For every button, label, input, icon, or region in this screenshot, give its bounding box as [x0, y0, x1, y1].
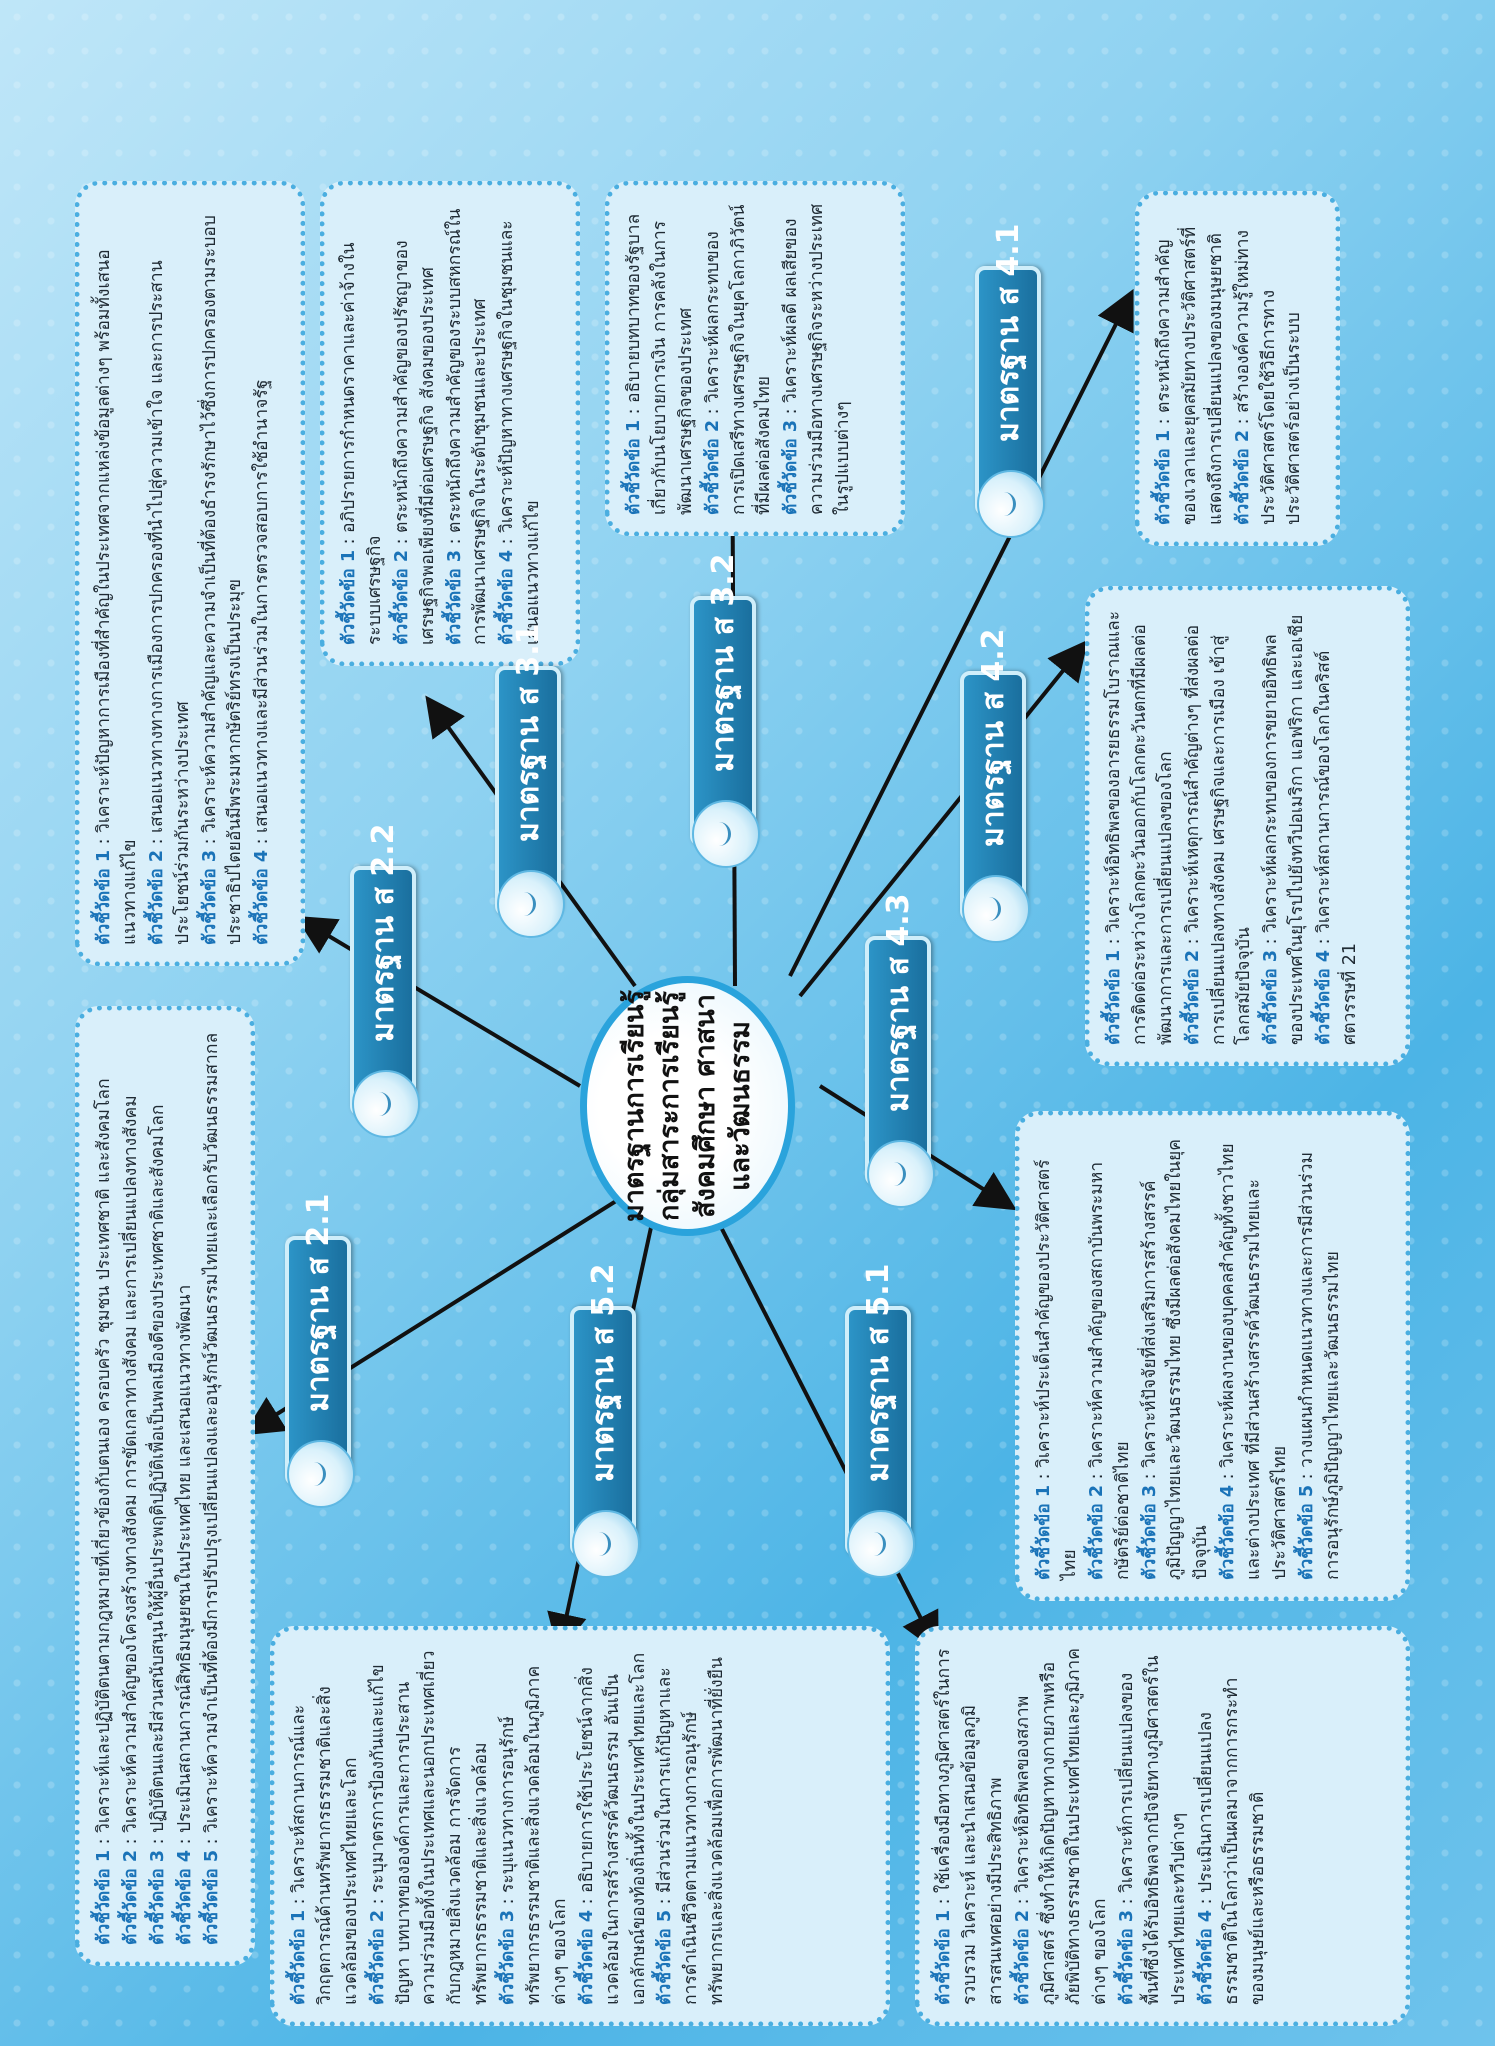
mascot-icon: [692, 800, 760, 868]
s31-item-2: ตัวชี้วัดข้อ 2 : ตระหนักถึงความสำคัญของป…: [391, 240, 438, 645]
s43-item-4: ตัวชี้วัดข้อ 4 : วิเคราะห์ผลงานของบุคคลส…: [1218, 1143, 1291, 1580]
s52-item-3: ตัวชี้วัดข้อ 3 : ระบุแนวทางการอนุรักษ์ทร…: [498, 1665, 570, 2005]
mascot-icon: [287, 1440, 355, 1508]
badge-s52: มาตรฐาน ส 5.2: [570, 1264, 640, 1578]
mascot-icon: [497, 870, 565, 938]
s21-item-2: ตัวชี้วัดข้อ 2 : วิเคราะห์ความสำคัญของโค…: [120, 1095, 141, 1945]
badge-s51: มาตรฐาน ส 5.1: [845, 1264, 915, 1578]
s31-item-1: ตัวชี้วัดข้อ 1 : อภิปรายการกำหนดราคาและค…: [339, 242, 385, 645]
s42-item-4: ตัวชี้วัดข้อ 4 : วิเคราะห์สถานการณ์ของโล…: [1314, 650, 1361, 1045]
connector-s42: [798, 639, 1089, 998]
badge-s22: มาตรฐาน ส 2.2: [350, 824, 420, 1138]
badge-s42: มาตรฐาน ส 4.2: [960, 629, 1030, 943]
box-s21: ตัวชี้วัดข้อ 1 : วิเคราะห์และปฏิบัติตนตา…: [75, 1006, 255, 1966]
box-s42: ตัวชี้วัดข้อ 1 : วิเคราะห์อิทธิพลของอารย…: [1085, 586, 1410, 1066]
badge-s31: มาตรฐาน ส 3.1: [495, 624, 565, 938]
s52-item-4: ตัวชี้วัดข้อ 4 : อธิบายการใช้ประโยชน์จาก…: [576, 1652, 649, 2005]
mascot-icon: [847, 1510, 915, 1578]
box-s51: ตัวชี้วัดข้อ 1 : ใช้เครื่องมือทางภูมิศาส…: [915, 1626, 1410, 2026]
s42-item-3: ตัวชี้วัดข้อ 3 : วิเคราะห์ผลกระทบของการข…: [1261, 614, 1308, 1045]
s22-item-4: ตัวชี้วัดข้อ 4 : เสนอแนวทางและมีส่วนร่วม…: [252, 379, 273, 945]
mascot-icon: [962, 875, 1030, 943]
s22-item-2: ตัวชี้วัดข้อ 2 : เสนอแนวทางทางการเมืองกา…: [146, 260, 193, 945]
badge-s43: มาตรฐาน ส 4.3: [865, 894, 935, 1208]
s51-item-4: ตัวชี้วัดข้อ 4 : ประเมินการเปลี่ยนแปลงธร…: [1195, 1677, 1268, 2005]
s42-item-1: ตัวชี้วัดข้อ 1 : วิเคราะห์อิทธิพลของอารย…: [1104, 610, 1176, 1045]
box-s31: ตัวชี้วัดข้อ 1 : อภิปรายการกำหนดราคาและค…: [320, 181, 580, 666]
box-s32: ตัวชี้วัดข้อ 1 : อธิบายบทบาทของรัฐบาลเกี…: [605, 181, 905, 536]
s42-item-2: ตัวชี้วัดข้อ 2 : วิเคราะห์เหตุการณ์สำคัญ…: [1182, 624, 1255, 1045]
s32-item-2: ตัวชี้วัดข้อ 2 : วิเคราะห์ผลกระทบของการเ…: [702, 204, 775, 515]
mascot-icon: [977, 470, 1045, 538]
s43-item-2: ตัวชี้วัดข้อ 2 : วิเคราะห์ความสำคัญของสถ…: [1086, 1161, 1133, 1580]
box-s41: ตัวชี้วัดข้อ 1 : ตระหนักถึงความสำคัญของเ…: [1135, 191, 1340, 546]
center-title: มาตรฐานการเรียนรู้ กลุ่มสาระการเรียนรู้ …: [580, 976, 795, 1236]
badge-s32: มาตรฐาน ส 3.2: [690, 554, 760, 868]
s51-item-2: ตัวชี้วัดข้อ 2 : วิเคราะห์อิทธิพลของสภาพ…: [1012, 1648, 1111, 2005]
mascot-icon: [352, 1070, 420, 1138]
s52-item-5: ตัวชี้วัดข้อ 5 : มีส่วนร่วมในการแก้ปัญหา…: [655, 1657, 728, 2005]
s31-item-4: ตัวชี้วัดข้อ 4 : วิเคราะห์ปัญหาทางเศรษฐก…: [497, 220, 544, 645]
connector-s22: [295, 915, 582, 1088]
box-s22: ตัวชี้วัดข้อ 1 : วิเคราะห์ปัญหาการเมืองท…: [75, 181, 305, 966]
s21-item-5: ตัวชี้วัดข้อ 5 : วิเคราะห์ความจำเป็นที่ต…: [201, 1032, 222, 1945]
s32-item-1: ตัวชี้วัดข้อ 1 : อธิบายบทบาทของรัฐบาลเกี…: [624, 213, 696, 515]
s21-item-3: ตัวชี้วัดข้อ 3 : ปฏิบัติตนและมีส่วนสนับส…: [147, 1104, 168, 1946]
s43-item-3: ตัวชี้วัดข้อ 3 : วิเคราะห์ปัจจัยที่ส่งเส…: [1139, 1139, 1212, 1580]
s22-item-3: ตัวชี้วัดข้อ 3 : วิเคราะห์ความสำคัญและคว…: [199, 215, 246, 945]
s21-item-4: ตัวชี้วัดข้อ 4 : ประเมินสถานการณ์สิทธิมน…: [174, 1284, 195, 1945]
s51-item-3: ตัวชี้วัดข้อ 3 : วิเคราะห์การเปลี่ยนแปลง…: [1117, 1655, 1190, 2005]
mascot-icon: [867, 1140, 935, 1208]
badge-s21: มาตรฐาน ส 2.1: [285, 1194, 355, 1508]
s52-item-2: ตัวชี้วัดข้อ 2 : ระบุมาตรการป้องกันและแก…: [367, 1650, 492, 2006]
center-line-1: มาตรฐานการเรียนรู้: [619, 989, 651, 1223]
badge-s41: มาตรฐาน ส 4.1: [975, 224, 1045, 538]
center-line-3: สังคมศึกษา ศาสนา: [689, 994, 721, 1218]
s52-item-1: ตัวชี้วัดข้อ 1 : วิเคราะห์สถานการณ์และวิ…: [289, 1686, 361, 2005]
center-line-4: และวัฒนธรรม: [724, 1021, 756, 1191]
s43-item-5: ตัวชี้วัดข้อ 5 : วางแผนกำหนดแนวทางและการ…: [1296, 1152, 1343, 1580]
connector-s41: [788, 288, 1134, 977]
s41-item-1: ตัวชี้วัดข้อ 1 : ตระหนักถึงความสำคัญของเ…: [1154, 226, 1226, 525]
box-s43: ตัวชี้วัดข้อ 1 : วิเคราะห์ประเด็นสำคัญขอ…: [1015, 1111, 1410, 1601]
mascot-icon: [572, 1510, 640, 1578]
s31-item-3: ตัวชี้วัดข้อ 3 : ตระหนักถึงความสำคัญของร…: [444, 208, 491, 645]
s51-item-1: ตัวชี้วัดข้อ 1 : ใช้เครื่องมือทางภูมิศาส…: [934, 1648, 1006, 2005]
s32-item-3: ตัวชี้วัดข้อ 3 : วิเคราะห์ผลดี ผลเสียของ…: [781, 203, 854, 515]
s41-item-2: ตัวชี้วัดข้อ 2 : สร้างองค์ความรู้ใหม่ทาง…: [1232, 229, 1305, 525]
box-s52: ตัวชี้วัดข้อ 1 : วิเคราะห์สถานการณ์และวิ…: [270, 1626, 890, 2026]
s21-item-1: ตัวชี้วัดข้อ 1 : วิเคราะห์และปฏิบัติตนตา…: [94, 1078, 114, 1945]
center-line-2: กลุ่มสาระการเรียนรู้: [654, 991, 686, 1221]
s43-item-1: ตัวชี้วัดข้อ 1 : วิเคราะห์ประเด็นสำคัญขอ…: [1034, 1159, 1080, 1580]
s22-item-1: ตัวชี้วัดข้อ 1 : วิเคราะห์ปัญหาการเมืองท…: [94, 249, 140, 945]
